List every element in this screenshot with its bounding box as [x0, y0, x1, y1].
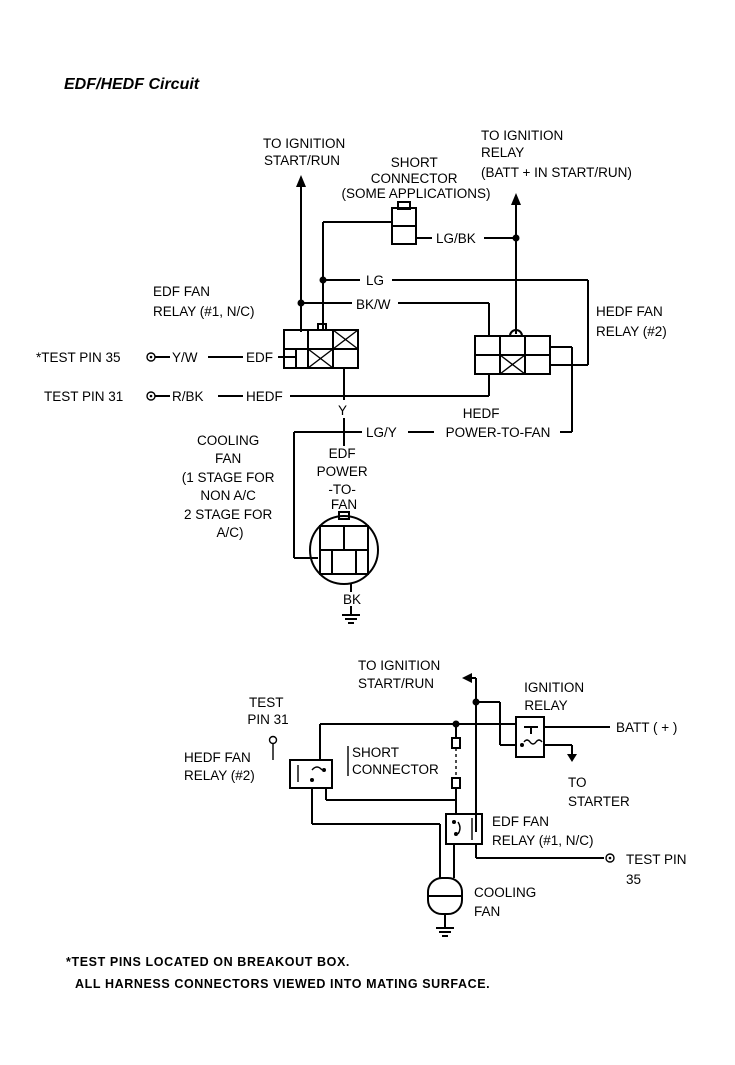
wire-r-bk: R/BK	[172, 389, 204, 404]
test-pin-35-bottom-icon	[605, 853, 615, 863]
test-pin-31-bottom-icon	[268, 735, 278, 745]
wire-y: Y	[338, 403, 347, 418]
footnote-test-pins: *TEST PINS LOCATED ON BREAKOUT BOX.	[66, 955, 350, 969]
hedf-relay-connector	[474, 329, 551, 375]
label-short-connector-bottom: SHORT CONNECTOR	[352, 745, 439, 777]
label-to-ignition-relay: TO IGNITION RELAY (BATT + IN START/RUN)	[481, 128, 632, 180]
label-cooling-fan: COOLING FAN (1 STAGE FOR NON A/C 2 STAGE…	[182, 433, 279, 540]
label-to-ignition-start-run: TO IGNITION START/RUN	[263, 136, 349, 168]
top-circuit: TO IGNITION START/RUN TO IGNITION RELAY …	[36, 128, 667, 624]
ground-icon	[342, 614, 360, 624]
footnote-connectors: ALL HARNESS CONNECTORS VIEWED INTO MATIN…	[75, 977, 490, 991]
wire-bk-w: BK/W	[356, 297, 391, 312]
cooling-fan-bottom-icon	[427, 862, 463, 937]
label-short-connector: SHORT CONNECTOR (SOME APPLICATIONS)	[341, 155, 490, 201]
label-edf-fan-relay: EDF FAN RELAY (#1, N/C)	[153, 284, 255, 319]
arrow-up-icon	[296, 175, 306, 187]
wire-y-w: Y/W	[172, 350, 198, 365]
label-test-pin-31: TEST PIN 31	[44, 389, 123, 404]
label-to-ignition-start-run-2: TO IGNITION START/RUN	[358, 658, 444, 691]
label-test-pin-31-bottom: TEST PIN 31	[247, 695, 288, 727]
label-edf-fan-relay-bottom: EDF FAN RELAY (#1, N/C)	[492, 814, 594, 848]
edf-relay-connector	[283, 323, 359, 369]
label-test-pin-35: *TEST PIN 35	[36, 350, 121, 365]
short-connector-bottom	[451, 737, 461, 749]
wire-lg: LG	[366, 273, 384, 288]
bottom-circuit: TO IGNITION START/RUN IGNITION RELAY TES…	[184, 658, 690, 937]
label-batt: BATT ( + )	[616, 720, 677, 735]
label-hedf-fan-relay-bottom: HEDF FAN RELAY (#2)	[184, 750, 255, 783]
diagram-title: EDF/HEDF Circuit	[64, 76, 200, 93]
cooling-fan-motor-icon	[309, 511, 379, 585]
hedf-relay-bottom	[289, 759, 333, 789]
arrow-left-icon	[462, 673, 472, 683]
ignition-relay-box	[515, 716, 545, 758]
arrow-up-icon	[511, 193, 521, 205]
label-test-pin-35-bottom: TEST PIN 35	[626, 852, 690, 887]
label-hedf: HEDF	[246, 389, 283, 404]
label-cooling-fan-bottom: COOLING FAN	[474, 885, 540, 919]
wire-lg-y: LG/Y	[366, 425, 397, 440]
label-hedf-power-to-fan: HEDF POWER-TO-FAN	[446, 406, 551, 440]
label-edf: EDF	[246, 350, 273, 365]
edf-relay-bottom	[445, 813, 483, 845]
arrow-down-icon	[567, 754, 577, 762]
label-hedf-fan-relay: HEDF FAN RELAY (#2)	[596, 304, 667, 339]
label-edf-power-to-fan: EDF POWER -TO- FAN	[317, 446, 372, 512]
label-ignition-relay: IGNITION RELAY	[524, 680, 588, 713]
wire-bk: BK	[343, 592, 361, 607]
label-to-starter: TO STARTER	[568, 775, 630, 809]
wire-lg-bk: LG/BK	[436, 231, 476, 246]
